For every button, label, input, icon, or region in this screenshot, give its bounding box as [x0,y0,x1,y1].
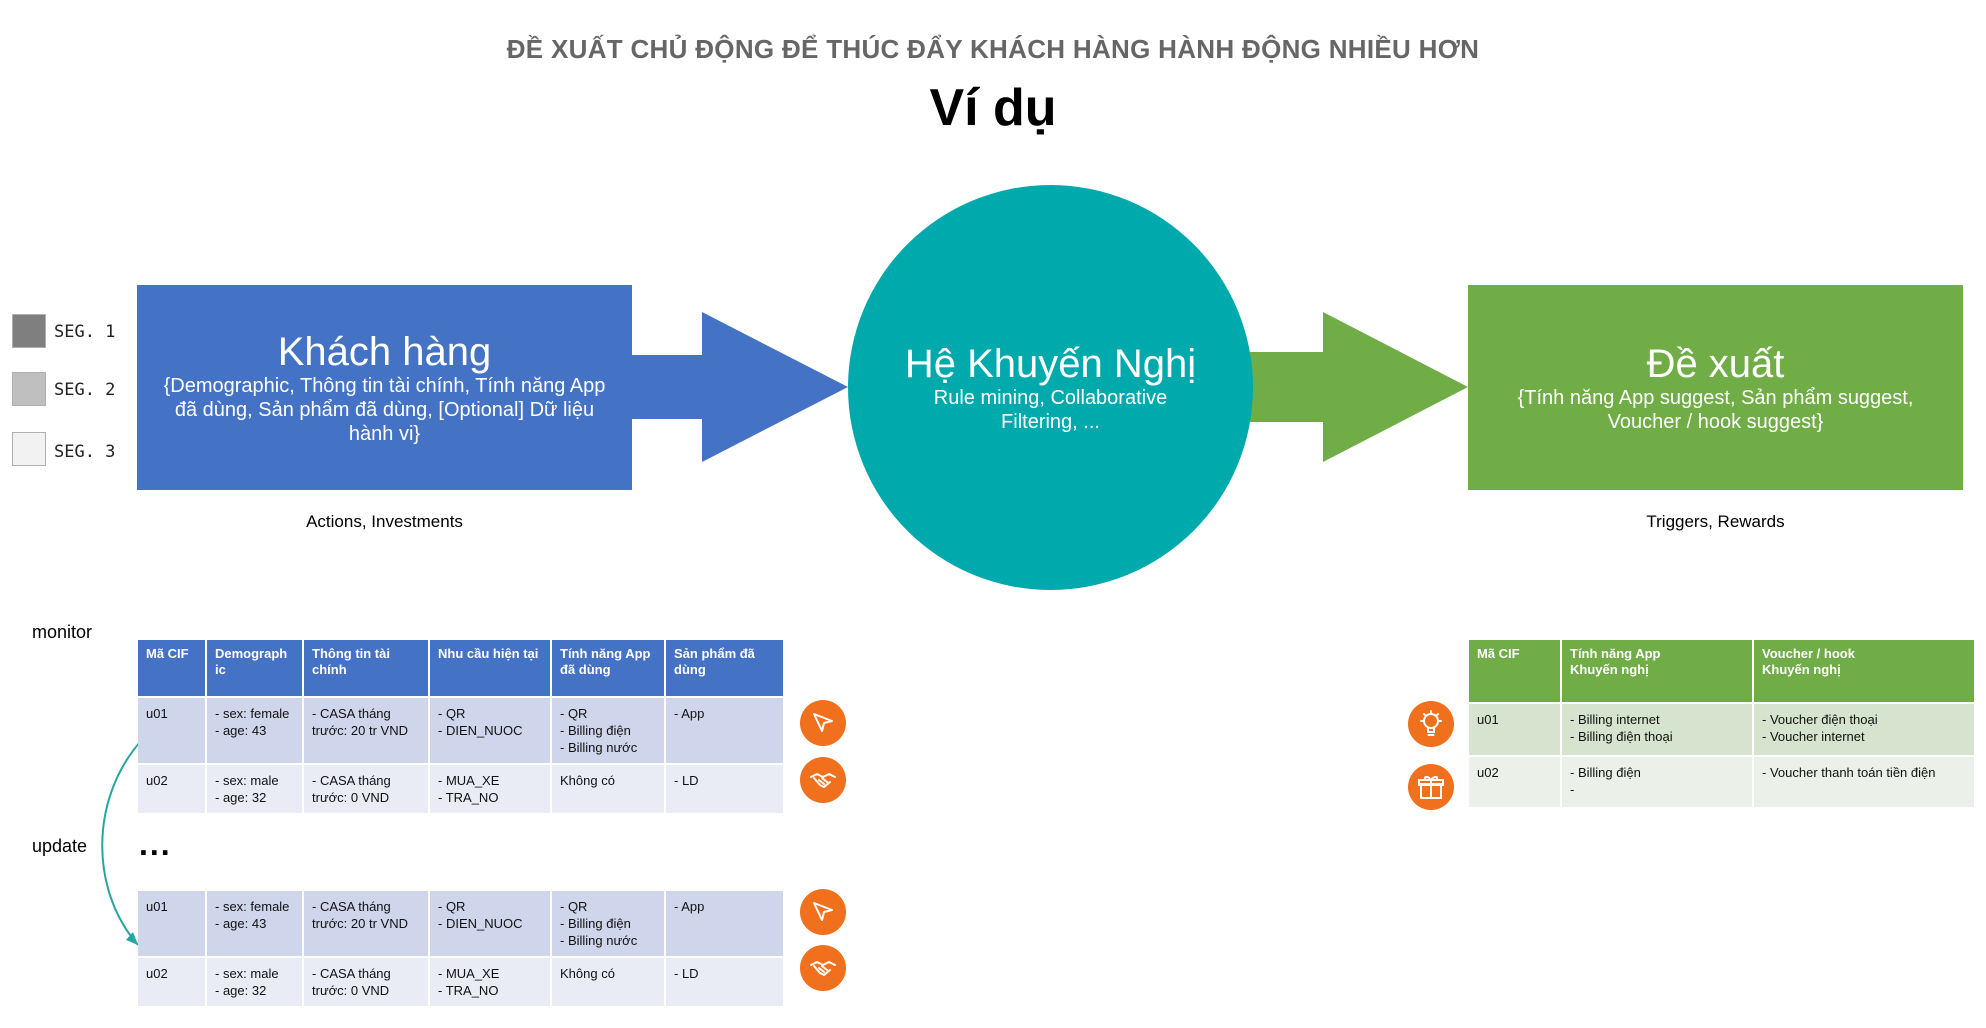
table-cell: - CASA tháng trước: 20 tr VND [303,891,430,958]
table-cell: - Billing điện - [1561,756,1754,809]
gift-icon [1408,764,1454,810]
table-cell: - Voucher điện thoại - Voucher internet [1753,703,1976,757]
column-header: Nhu cầu hiện tại [429,640,552,698]
recommendation-table: Mã CIF Tính năng App Khuyến nghị Voucher… [1469,640,1976,809]
table-cell: - CASA tháng trước: 0 VND [303,957,430,1008]
legend-swatch-seg3 [12,432,46,466]
table-row: u02 - sex: male - age: 32 - CASA tháng t… [138,764,785,815]
column-header: Thông tin tài chính [303,640,430,698]
arrow-customer-to-engine [630,312,848,462]
customer-table-top: Mã CIF Demograph ic Thông tin tài chính … [138,640,785,815]
table-cell: u01 [138,891,207,958]
table-cell: - sex: female - age: 43 [206,697,304,765]
lightbulb-icon [1408,701,1454,747]
handshake-icon [800,945,846,991]
column-header: Demograph ic [206,640,304,698]
table-cell: - Billing internet - Billing điện thoại [1561,703,1754,757]
legend-swatch-seg2 [12,372,46,406]
table-row: u02 - sex: male - age: 32 - CASA tháng t… [138,957,785,1008]
legend-label-seg2: SEG. 2 [54,380,116,400]
table-cell: - sex: female - age: 43 [206,891,304,958]
table-cell: - MUA_XE - TRA_NO [429,764,552,815]
table-cell: Không có [551,764,666,815]
output-detail: {Tính năng App suggest, Sản phẩm suggest… [1517,386,1914,433]
legend-swatch-seg1 [12,314,46,348]
column-header: Sản phẩm đã dùng [665,640,785,698]
table-row: u01 - sex: female - age: 43 - CASA tháng… [138,697,785,765]
ellipsis: ... [139,826,172,862]
column-header: Tính năng App đã dùng [551,640,666,698]
table-row: u02 - Billing điện - - Voucher thanh toá… [1469,756,1976,809]
table-cell: - Voucher thanh toán tiền điện [1753,756,1976,809]
output-caption: Triggers, Rewards [1646,512,1785,531]
output-block: Đề xuất {Tính năng App suggest, Sản phẩm… [1468,285,1963,490]
customer-detail: {Demographic, Thông tin tài chính, Tính … [163,374,606,445]
table-cell: - QR - Billing điện - Billing nước [551,697,666,765]
table-cell: - sex: male - age: 32 [206,957,304,1008]
table-cell: - App [665,891,785,958]
legend-label-seg1: SEG. 1 [54,322,116,342]
table-cell: Không có [551,957,666,1008]
table-cell: - App [665,697,785,765]
column-header: Tính năng App Khuyến nghị [1561,640,1754,704]
table-cell: - QR - DIEN_NUOC [429,697,552,765]
column-header: Mã CIF [1469,640,1562,704]
table-cell: - QR - Billing điện - Billing nước [551,891,666,958]
table-row: u01 - sex: female - age: 43 - CASA tháng… [138,891,785,958]
table-cell: - CASA tháng trước: 0 VND [303,764,430,815]
table-cell: u02 [138,957,207,1008]
table-cell: - LD [665,957,785,1008]
cursor-icon [800,700,846,746]
table-cell: - CASA tháng trước: 20 tr VND [303,697,430,765]
update-curve [101,741,141,946]
table-cell: u02 [138,764,207,815]
update-curve-arrowhead [126,932,138,945]
output-title: Đề xuất [1646,341,1785,386]
arrow-engine-to-output [1250,312,1468,462]
table-cell: - sex: male - age: 32 [206,764,304,815]
table-row: u01 - Billing internet - Billing điện th… [1469,703,1976,757]
page-eyebrow: ĐỀ XUẤT CHỦ ĐỘNG ĐỂ THÚC ĐẨY KHÁCH HÀNG … [506,34,1480,64]
table-cell: - LD [665,764,785,815]
page-title: Ví dụ [929,79,1057,137]
monitor-label: monitor [32,622,93,642]
table-cell: - QR - DIEN_NUOC [429,891,552,958]
recommender-engine: Hệ Khuyến Nghị Rule mining, Collaborativ… [848,185,1253,590]
table-cell: - MUA_XE - TRA_NO [429,957,552,1008]
column-header: Voucher / hook Khuyến nghị [1753,640,1976,704]
cursor-icon [800,889,846,935]
engine-detail: Rule mining, Collaborative Filtering, ..… [933,386,1168,433]
column-header: Mã CIF [138,640,207,698]
customer-block: Khách hàng {Demographic, Thông tin tài c… [137,285,632,490]
customer-title: Khách hàng [277,329,492,374]
engine-title: Hệ Khuyến Nghị [904,341,1197,386]
customer-table-bottom: u01 - sex: female - age: 43 - CASA tháng… [138,891,785,1008]
customer-caption: Actions, Investments [306,512,463,531]
table-cell: u01 [1469,703,1562,757]
table-cell: u02 [1469,756,1562,809]
table-cell: u01 [138,697,207,765]
handshake-icon [800,757,846,803]
update-label: update [32,836,88,856]
legend-label-seg3: SEG. 3 [54,442,116,462]
